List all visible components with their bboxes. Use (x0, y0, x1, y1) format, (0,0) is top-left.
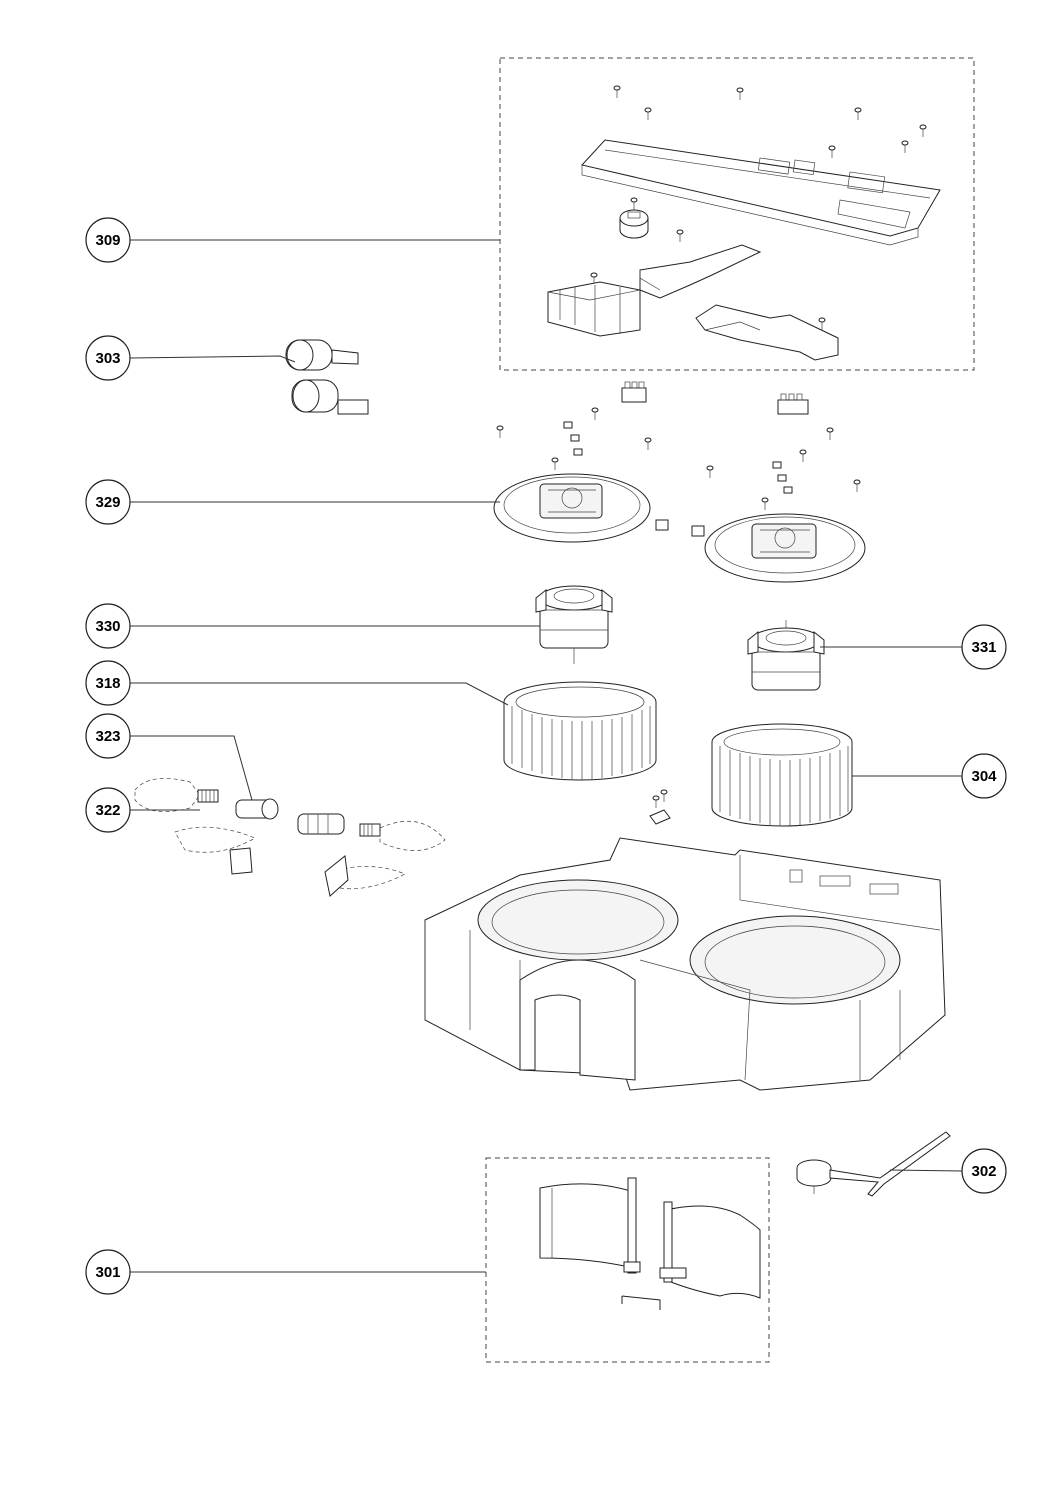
capacitors-303 (285, 339, 369, 415)
screws-motor (496, 407, 861, 537)
blower-wheel-304 (711, 723, 853, 827)
callout-318: 318 (85, 660, 131, 706)
motor-plate-right (704, 513, 866, 583)
callout-329-label: 329 (95, 494, 120, 511)
terminal-block-right (777, 393, 809, 415)
callout-322-label: 322 (95, 802, 120, 819)
motor-331 (747, 620, 825, 691)
lamp-cover-right (324, 855, 406, 897)
assembly-309-dashed-box (499, 57, 975, 371)
callout-329: 329 (85, 479, 131, 525)
callout-331: 331 (961, 624, 1007, 670)
probe-tool-302 (796, 1131, 951, 1197)
callout-331-label: 331 (971, 639, 996, 656)
lamp-cover-left (174, 826, 256, 875)
damper-pin (621, 1295, 661, 1310)
callout-330-label: 330 (95, 618, 120, 635)
callout-309-label: 309 (95, 232, 120, 249)
lamp-assembly (134, 778, 446, 897)
callout-302: 302 (961, 1148, 1007, 1194)
blower-wheel-318 (503, 681, 657, 781)
leader-lines (129, 239, 963, 1273)
callout-304-label: 304 (971, 768, 997, 785)
callout-303: 303 (85, 335, 131, 381)
callout-309: 309 (85, 217, 131, 263)
callout-322: 322 (85, 787, 131, 833)
terminal-box (695, 304, 839, 361)
main-housing (424, 837, 946, 1091)
callout-330: 330 (85, 603, 131, 649)
terminal-blocks (621, 381, 809, 415)
switch-housing (547, 281, 641, 337)
bulb-right (359, 820, 446, 851)
callout-302-label: 302 (971, 1163, 996, 1180)
motor-plate-left (493, 473, 651, 543)
motor-330 (535, 585, 613, 664)
control-knob (619, 209, 649, 239)
damper-flap-left (539, 1177, 641, 1274)
capacitor-1 (285, 339, 359, 371)
mounting-bracket (639, 244, 762, 299)
callout-301-label: 301 (95, 1264, 120, 1281)
clip-b (691, 525, 705, 537)
callout-318-label: 318 (95, 675, 120, 692)
callout-301: 301 (85, 1249, 131, 1295)
terminal-block-left (621, 381, 647, 403)
bulb-left (134, 778, 219, 812)
capacitor-2 (291, 379, 369, 415)
lamp-socket-2 (297, 813, 345, 835)
lamp-socket-323 (235, 798, 279, 820)
clip-a (655, 519, 669, 531)
top-cover-plate (581, 139, 941, 246)
screws-309 (590, 85, 927, 330)
small-bracket (649, 789, 671, 825)
assembly-309-group (499, 57, 975, 371)
callout-304: 304 (961, 753, 1007, 799)
damper-flap-right (659, 1201, 761, 1299)
assembly-301-group (485, 1157, 770, 1363)
callout-323: 323 (85, 713, 131, 759)
callout-323-label: 323 (95, 728, 120, 745)
callout-303-label: 303 (95, 350, 120, 367)
